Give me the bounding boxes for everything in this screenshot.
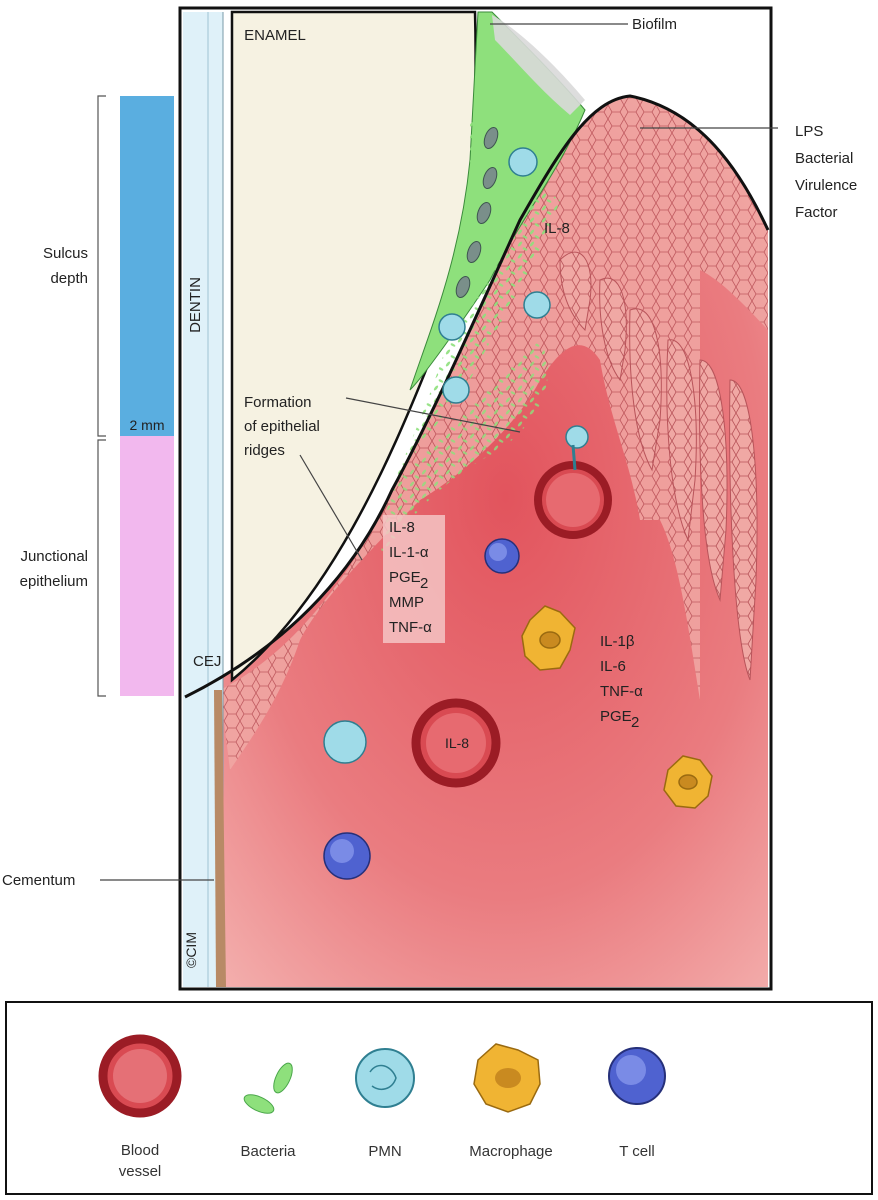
biofilm-plaque (492, 15, 585, 115)
cementum-label: Cementum (2, 872, 75, 889)
lps-label: LPS Bacterial Virulence Factor (795, 123, 857, 221)
svg-text:PGE: PGE (600, 708, 632, 725)
legend-pmn: PMN (355, 1048, 415, 1160)
svg-text:Macrophage: Macrophage (469, 1143, 552, 1160)
pmn-diapedesis (571, 444, 577, 471)
svg-text:vessel: vessel (119, 1163, 162, 1180)
svg-text:Formation: Formation (244, 394, 312, 411)
cytokine-box-epithelium (383, 515, 445, 643)
ridge-bacteria (380, 340, 548, 560)
svg-text:Junctional: Junctional (20, 548, 88, 565)
legend-frame (5, 1001, 873, 1195)
leader-lines (100, 23, 778, 881)
credit-label: ©CIM (183, 932, 199, 968)
svg-text:Blood: Blood (121, 1142, 159, 1159)
sulcus-bracket (97, 95, 106, 437)
il8-top-label: IL-8 (544, 220, 570, 237)
svg-text:T cell: T cell (619, 1143, 655, 1160)
svg-text:IL-8: IL-8 (389, 519, 415, 536)
svg-text:PMN: PMN (368, 1143, 401, 1160)
legend-bacteria-icon (243, 1062, 293, 1114)
blood-vessel-upper (534, 461, 612, 539)
dentin-label: DENTIN (187, 277, 204, 333)
il8-vessel-label: IL-8 (445, 735, 469, 751)
svg-text:TNF-α: TNF-α (600, 683, 643, 700)
sulcus-depth-bar (120, 96, 174, 436)
svg-text:Bacteria: Bacteria (240, 1143, 296, 1160)
svg-text:Sulcus: Sulcus (43, 245, 88, 262)
svg-text:MMP: MMP (389, 594, 424, 611)
enamel-label: ENAMEL (244, 27, 306, 44)
cytokines-connective-label: IL-1β IL-6 TNF-α PGE 2 (600, 633, 643, 731)
legend-macrophage: Macrophage (469, 1043, 553, 1160)
svg-text:of epithelial: of epithelial (244, 418, 320, 435)
svg-text:IL-1β: IL-1β (600, 633, 635, 650)
svg-text:Virulence: Virulence (795, 177, 857, 194)
svg-text:IL-1-α: IL-1-α (389, 544, 429, 561)
svg-text:LPS: LPS (795, 123, 823, 140)
legend-pmn-icon (355, 1048, 415, 1108)
biofilm-bacteria-dark (455, 126, 499, 299)
svg-text:TNF-α: TNF-α (389, 619, 432, 636)
pmn-cells (323, 147, 589, 764)
gingiva-outline (184, 94, 770, 699)
scale-label: 2 mm (130, 417, 165, 433)
t-cells (323, 538, 520, 880)
svg-text:epithelium: epithelium (20, 573, 88, 590)
sulcus-depth-label: Sulcus depth (43, 245, 88, 287)
macrophages (521, 605, 713, 809)
svg-text:Bacterial: Bacterial (795, 150, 853, 167)
epithelial-ridges (559, 251, 758, 681)
svg-text:depth: depth (50, 270, 88, 287)
junctional-epithelium-bar (120, 436, 174, 696)
cementum (214, 690, 226, 987)
cej-label: CEJ (193, 653, 221, 670)
svg-text:ridges: ridges (244, 442, 285, 459)
epithelial-ridges-label: Formation of epithelial ridges (244, 394, 320, 459)
blood-vessel-lower (411, 698, 501, 788)
junctional-bracket (97, 439, 106, 697)
legend-t-cell: T cell (608, 1047, 666, 1160)
sulcus-bacteria (395, 120, 560, 480)
svg-text:2: 2 (631, 714, 639, 731)
biofilm-label: Biofilm (632, 16, 677, 33)
svg-text:Factor: Factor (795, 204, 838, 221)
legend-bacteria: Bacteria (240, 1062, 296, 1160)
junctional-epithelium-label: Junctional epithelium (20, 548, 88, 590)
legend-blood-vessel: Blood vessel (98, 1034, 182, 1180)
cytokines-epithelium-label: IL-8 IL-1-α PGE 2 MMP TNF-α (389, 519, 432, 636)
svg-text:PGE: PGE (389, 569, 421, 586)
svg-text:IL-6: IL-6 (600, 658, 626, 675)
svg-text:2: 2 (420, 575, 428, 592)
